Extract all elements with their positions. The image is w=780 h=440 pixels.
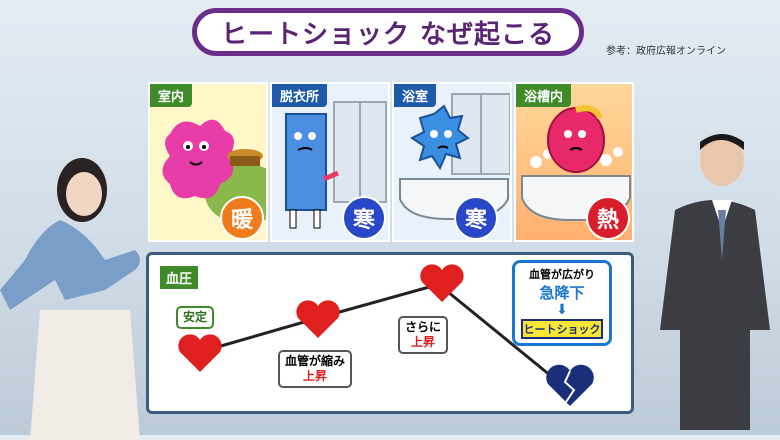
cold-badge: 寒: [454, 196, 498, 240]
constrict-tag: 血管が縮み 上昇: [278, 350, 352, 388]
hot-badge: 熱: [586, 196, 630, 240]
presenter-man: [660, 120, 780, 440]
panel-room-label: 室内: [150, 84, 192, 107]
panel-dressing-label: 脱衣所: [272, 84, 327, 107]
source-note: 参考：政府広報オンライン: [606, 42, 726, 57]
panel-bathroom-label: 浴室: [394, 84, 436, 107]
warm-badge: 暖: [220, 196, 264, 240]
panel-bathroom: 浴室 寒: [392, 82, 512, 242]
down-arrow-icon: ⬇: [515, 303, 609, 317]
page-title: ヒートショック なぜ起こる: [192, 8, 584, 56]
heat-shock-callout: 血管が広がり 急降下 ⬇ ヒートショック: [512, 260, 612, 346]
panel-dressing: 脱衣所 寒: [270, 82, 390, 242]
panel-bathtub: 浴槽内 熱: [514, 82, 634, 242]
cold-badge: 寒: [342, 196, 386, 240]
presenter-woman: [0, 140, 200, 440]
further-rise-tag: さらに 上昇: [398, 316, 448, 354]
panel-bathtub-label: 浴槽内: [516, 84, 571, 107]
